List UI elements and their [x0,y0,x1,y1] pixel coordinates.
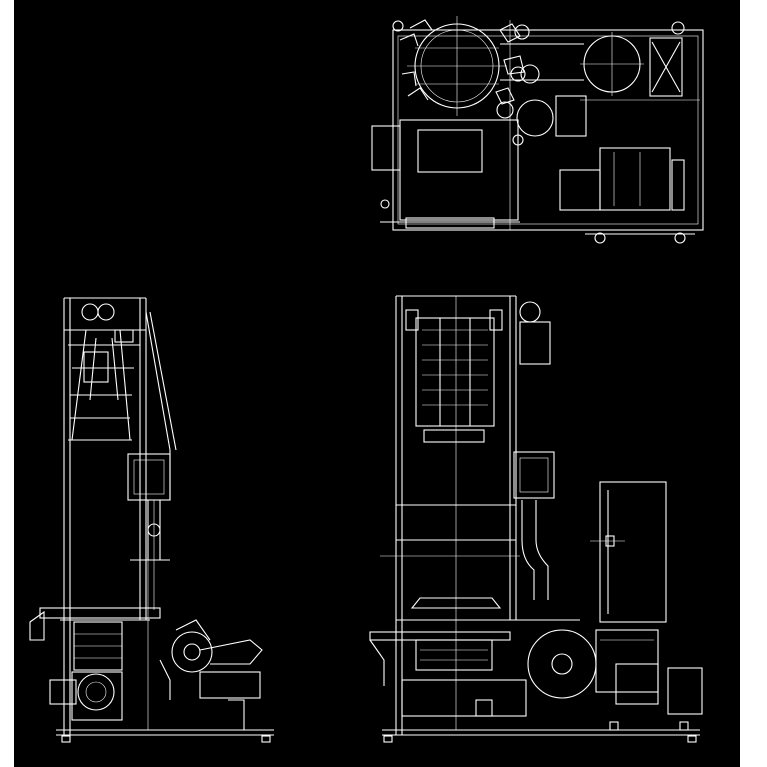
front-nip-bar [423,429,485,443]
plan-frame [392,29,704,231]
side-nip-roller-right [97,303,115,321]
front-upper-motor [519,321,551,365]
plan-gearbox [649,37,683,97]
drawing-sheet [14,0,740,767]
side-collapsing-frame [71,329,131,441]
plan-bottom-roller [405,217,495,229]
plan-frame-inner [397,35,699,225]
plan-base-block [399,119,519,221]
front-gear-motor [615,663,659,705]
front-extruder-body [401,679,527,717]
front-control-cabinet [599,481,667,623]
front-heater-box [415,639,493,671]
plan-fan-blades [399,19,433,101]
side-work-table [39,607,161,619]
plan-gear-teeth [495,23,525,105]
side-elevation-view [29,297,274,743]
plan-tension-roller [516,99,554,137]
front-die-head [410,597,502,609]
front-elevation-view [369,295,703,743]
front-air-duct [521,500,549,600]
side-diagonal-stay [145,311,171,451]
top-plan-view [371,16,704,244]
front-collapsing-frame [415,317,495,427]
side-winder-wheel [171,631,213,673]
front-middle-motor [513,451,555,499]
side-winder-arm [175,619,263,665]
side-motor-box [127,453,171,501]
side-gearbox-circle [77,673,115,711]
